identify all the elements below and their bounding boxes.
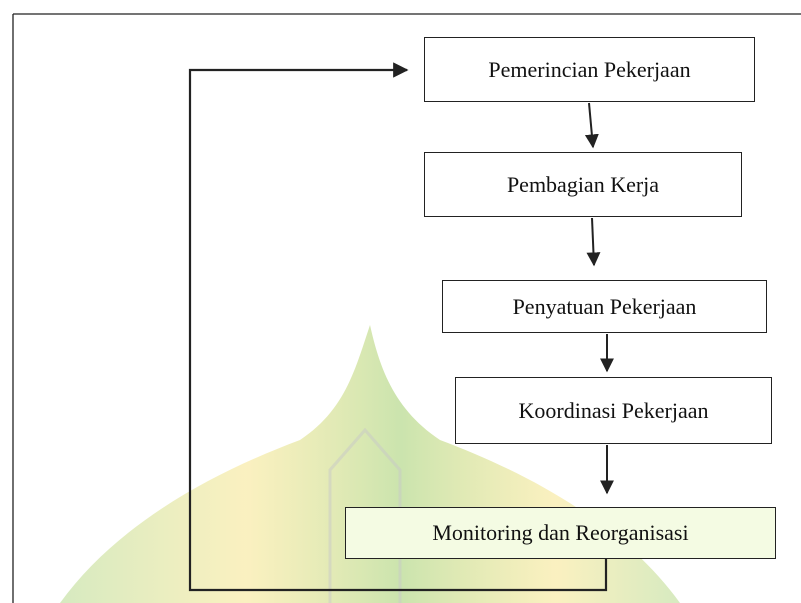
step-label: Penyatuan Pekerjaan xyxy=(512,293,697,319)
feedback-loop-arrow xyxy=(188,62,608,592)
step-label: Pembagian Kerja xyxy=(506,171,660,197)
step-koordinasi-pekerjaan: Koordinasi Pekerjaan xyxy=(455,377,772,444)
step-label: Koordinasi Pekerjaan xyxy=(518,397,709,423)
arrow-step1-to-step2 xyxy=(584,102,599,149)
step-pembagian-kerja: Pembagian Kerja xyxy=(424,152,742,217)
step-label: Pemerincian Pekerjaan xyxy=(488,56,691,82)
arrow-step2-to-step3 xyxy=(586,217,601,267)
step-monitoring-dan-reorganisasi: Monitoring dan Reorganisasi xyxy=(345,507,776,559)
step-pemerincian-pekerjaan: Pemerincian Pekerjaan xyxy=(424,37,755,102)
step-label: Monitoring dan Reorganisasi xyxy=(432,520,689,545)
step-penyatuan-pekerjaan: Penyatuan Pekerjaan xyxy=(442,280,767,333)
